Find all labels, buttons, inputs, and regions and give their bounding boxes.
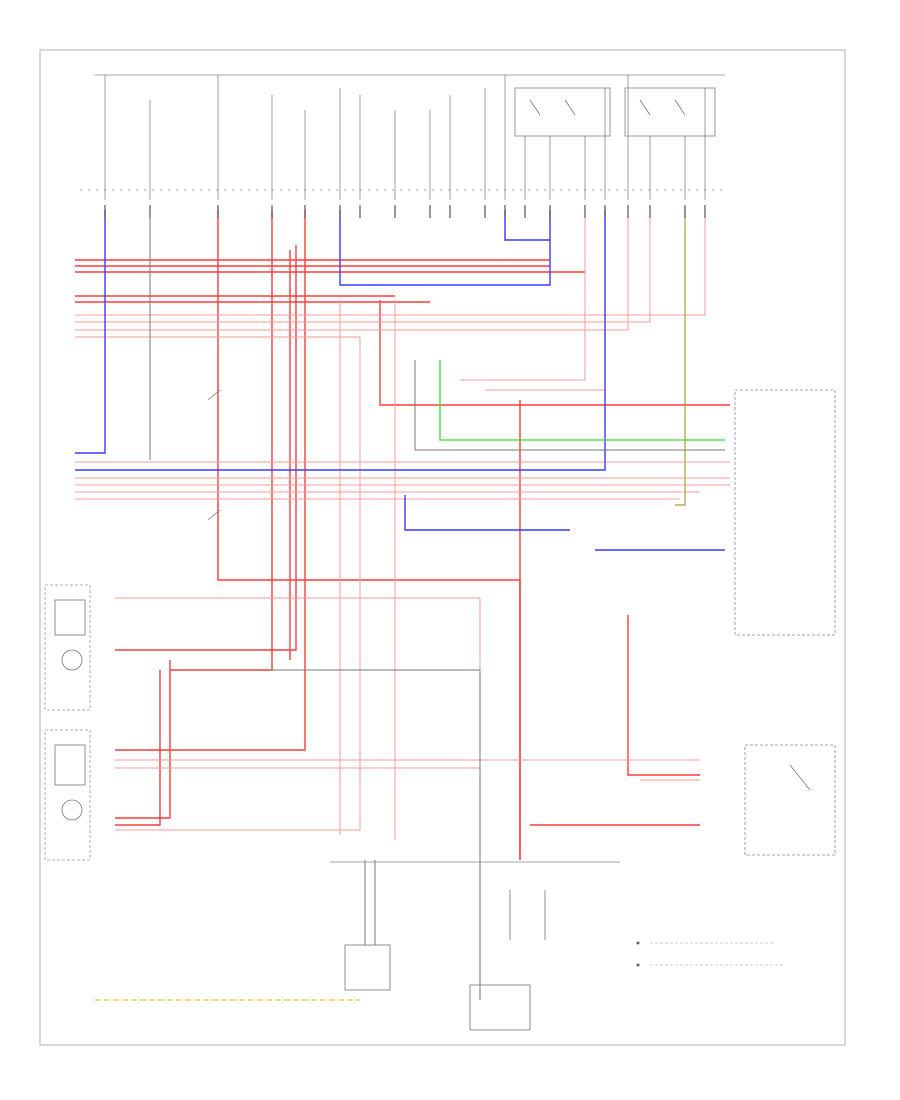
red-harness-light — [75, 210, 730, 860]
connector-ticks — [104, 205, 706, 218]
bottom-module — [469, 984, 531, 1031]
left-headlight — [44, 729, 91, 861]
legend — [636, 941, 785, 967]
right-headlight — [44, 584, 91, 711]
red-harness-bright — [75, 210, 730, 860]
green-wire — [439, 360, 725, 441]
olive-wire — [675, 210, 686, 506]
switch-symbols — [207, 389, 546, 940]
gray-wires — [149, 210, 725, 1000]
right-control-module — [734, 389, 836, 636]
top-vertical-drops — [104, 75, 706, 200]
relay-box-1 — [514, 87, 611, 137]
junction-module — [344, 944, 391, 991]
diagram-frame — [39, 49, 846, 1046]
blue-wires — [75, 210, 725, 551]
relay-box-2 — [624, 87, 716, 137]
power-relay-box — [744, 744, 836, 856]
